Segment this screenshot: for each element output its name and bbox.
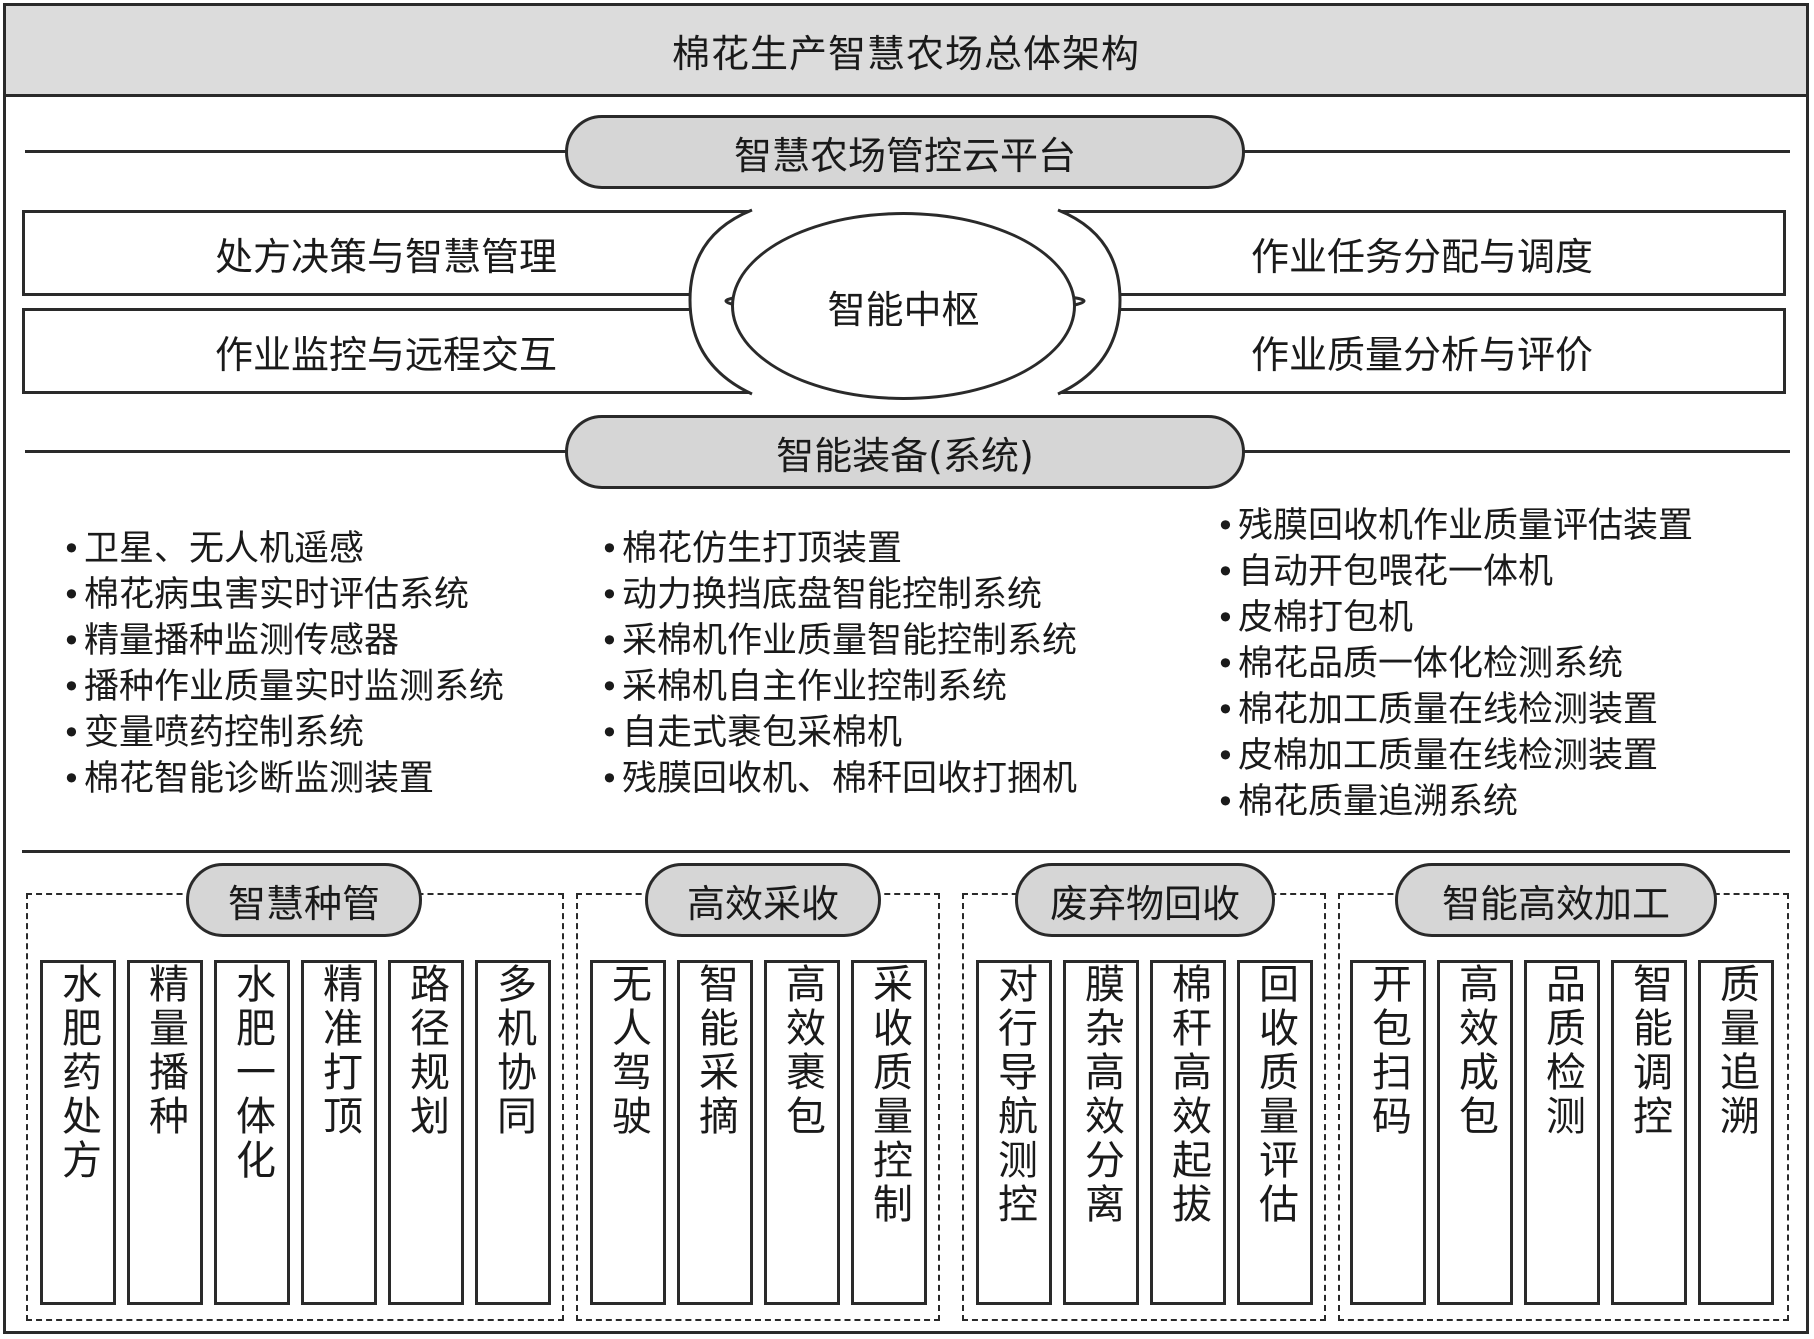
- list-item: 残膜回收机作业质量评估装置: [1216, 503, 1693, 549]
- list-item: 皮棉打包机: [1216, 595, 1693, 641]
- group-item-box: 采收质量控制: [851, 960, 927, 1305]
- group-item-label: 高效成包: [1452, 963, 1498, 1139]
- group-item-box: 开包扫码: [1350, 960, 1426, 1305]
- list-item: 采棉机自主作业控制系统: [600, 664, 1077, 710]
- group-item-label: 质量追溯: [1713, 963, 1759, 1139]
- cloud-divider-right: [1240, 150, 1790, 153]
- hub-box-left-top: 处方决策与智慧管理: [22, 210, 752, 296]
- list-item: 变量喷药控制系统: [62, 710, 504, 756]
- group-item-label: 品质检测: [1539, 963, 1585, 1139]
- group-item-box: 智能调控: [1611, 960, 1687, 1305]
- group-item-label: 精准打顶: [316, 963, 362, 1139]
- hub-center-ellipse: 智能中枢: [731, 212, 1076, 400]
- group-item-box: 膜杂高效分离: [1063, 960, 1139, 1305]
- hub-box-right-top: 作业任务分配与调度: [1058, 210, 1786, 296]
- group-item-label: 棉秆高效起拔: [1165, 963, 1211, 1227]
- group-label-waste: 废弃物回收: [1015, 863, 1275, 937]
- hub-box-right-bottom: 作业质量分析与评价: [1058, 308, 1786, 394]
- group-item-label: 智能采摘: [692, 963, 738, 1139]
- group-item-label: 膜杂高效分离: [1078, 963, 1124, 1227]
- equipment-list-col1: 卫星、无人机遥感 棉花病虫害实时评估系统 精量播种监测传感器 播种作业质量实时监…: [62, 526, 504, 802]
- list-item: 自动开包喂花一体机: [1216, 549, 1693, 595]
- group-item-label: 高效裹包: [779, 963, 825, 1139]
- group-item-label: 回收质量评估: [1252, 963, 1298, 1227]
- group-item-label: 水肥一体化: [229, 963, 275, 1183]
- diagram-title: 棉花生产智慧农场总体架构: [3, 3, 1809, 97]
- group-item-box: 品质检测: [1524, 960, 1600, 1305]
- list-item: 棉花病虫害实时评估系统: [62, 572, 504, 618]
- list-item: 皮棉加工质量在线检测装置: [1216, 733, 1693, 779]
- group-item-label: 对行导航测控: [991, 963, 1037, 1227]
- group-item-box: 水肥药处方: [40, 960, 116, 1305]
- group-item-box: 多机协同: [475, 960, 551, 1305]
- group-item-label: 采收质量控制: [866, 963, 912, 1227]
- group-item-box: 对行导航测控: [976, 960, 1052, 1305]
- list-item: 动力换挡底盘智能控制系统: [600, 572, 1077, 618]
- group-item-label: 智能调控: [1626, 963, 1672, 1139]
- list-item: 卫星、无人机遥感: [62, 526, 504, 572]
- equipment-list-col3: 残膜回收机作业质量评估装置 自动开包喂花一体机 皮棉打包机 棉花品质一体化检测系…: [1216, 503, 1693, 825]
- group-item-box: 精量播种: [127, 960, 203, 1305]
- group-item-label: 水肥药处方: [55, 963, 101, 1183]
- cloud-platform-pill: 智慧农场管控云平台: [565, 115, 1245, 189]
- group-item-box: 高效成包: [1437, 960, 1513, 1305]
- list-item: 采棉机作业质量智能控制系统: [600, 618, 1077, 664]
- list-item: 播种作业质量实时监测系统: [62, 664, 504, 710]
- group-item-box: 高效裹包: [764, 960, 840, 1305]
- list-item: 自走式裹包采棉机: [600, 710, 1077, 756]
- equipment-divider-right: [1240, 450, 1790, 453]
- group-item-box: 精准打顶: [301, 960, 377, 1305]
- list-item: 棉花智能诊断监测装置: [62, 756, 504, 802]
- equipment-pill: 智能装备(系统): [565, 415, 1245, 489]
- hub-box-left-bottom: 作业监控与远程交互: [22, 308, 752, 394]
- list-item: 残膜回收机、棉秆回收打捆机: [600, 756, 1077, 802]
- group-item-box: 智能采摘: [677, 960, 753, 1305]
- group-item-box: 质量追溯: [1698, 960, 1774, 1305]
- group-label-planting: 智慧种管: [186, 863, 422, 937]
- group-item-label: 无人驾驶: [605, 963, 651, 1139]
- bottom-section-divider: [22, 850, 1790, 853]
- equipment-divider-left: [25, 450, 570, 453]
- group-label-processing: 智能高效加工: [1395, 863, 1717, 937]
- group-item-label: 精量播种: [142, 963, 188, 1139]
- group-item-label: 路径规划: [403, 963, 449, 1139]
- list-item: 棉花品质一体化检测系统: [1216, 641, 1693, 687]
- group-item-box: 回收质量评估: [1237, 960, 1313, 1305]
- group-item-label: 多机协同: [490, 963, 536, 1139]
- cloud-divider-left: [25, 150, 570, 153]
- equipment-list-col2: 棉花仿生打顶装置 动力换挡底盘智能控制系统 采棉机作业质量智能控制系统 采棉机自…: [600, 526, 1077, 802]
- list-item: 棉花加工质量在线检测装置: [1216, 687, 1693, 733]
- group-item-box: 棉秆高效起拔: [1150, 960, 1226, 1305]
- list-item: 棉花仿生打顶装置: [600, 526, 1077, 572]
- group-item-label: 开包扫码: [1365, 963, 1411, 1139]
- list-item: 棉花质量追溯系统: [1216, 779, 1693, 825]
- group-item-box: 路径规划: [388, 960, 464, 1305]
- group-label-harvest: 高效采收: [645, 863, 881, 937]
- group-item-box: 水肥一体化: [214, 960, 290, 1305]
- list-item: 精量播种监测传感器: [62, 618, 504, 664]
- group-item-box: 无人驾驶: [590, 960, 666, 1305]
